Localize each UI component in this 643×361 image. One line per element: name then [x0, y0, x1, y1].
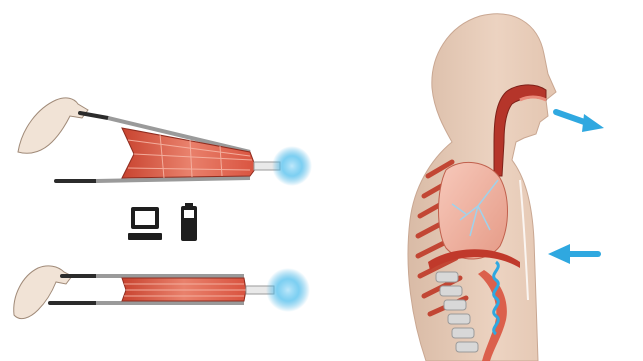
air-puff-bottom — [266, 268, 310, 312]
upper-rod-top — [80, 113, 108, 118]
air-puff-top — [272, 146, 312, 186]
chest-press-arrow — [548, 244, 598, 264]
bellows-compressed — [14, 266, 310, 319]
hand-top — [18, 98, 88, 153]
computer-icon — [128, 207, 162, 240]
human-torso — [408, 14, 556, 361]
bellows-expanded — [18, 98, 312, 186]
battery-icon — [181, 203, 197, 241]
hand-bottom — [14, 266, 72, 319]
exhale-arrow — [556, 112, 604, 132]
